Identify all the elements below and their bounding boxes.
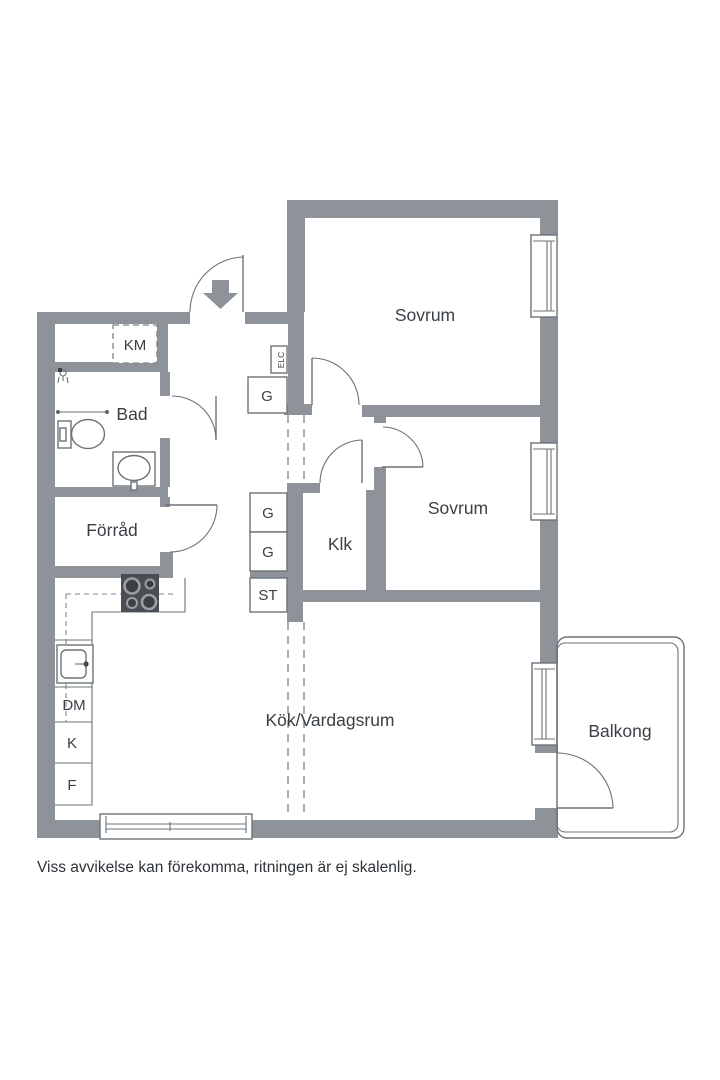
balcony-door [556,752,614,809]
room-label-balkong: Balkong [588,721,651,741]
st-closet [249,577,288,613]
entry-direction-arrow-icon [203,280,238,309]
g-closet-lower [249,531,288,572]
g-closet-hall [247,376,288,414]
label-f: F [67,777,76,794]
room-label-klk: Klk [328,534,353,554]
label-st: ST [258,587,277,604]
shower-rail [56,410,109,414]
elc-cabinet [270,345,288,374]
balcony-railing [556,636,685,839]
toilet-icon [57,418,106,450]
interior-walls [55,218,558,622]
ceiling-opening-dashed-lines [287,415,305,817]
room-label-sovrum2: Sovrum [428,498,488,518]
exterior-walls [37,200,558,838]
stove-icon [121,574,159,612]
disclaimer-text: Viss avvikelse kan förekomma, ritningen … [37,859,417,876]
window-livingroom-balcony [531,662,558,746]
label-g-lower: G [262,544,274,561]
label-km: KM [124,337,147,354]
storage-door [165,504,218,553]
kitchen-sink-icon [56,644,94,684]
g-closet-upper [249,492,288,533]
window-kitchen [99,813,253,840]
klk-door [319,439,363,484]
label-elc: ELC [276,352,286,369]
km-closet [112,324,158,364]
shower-icon [57,368,69,384]
window-sovrum1 [530,234,558,318]
entrance-door [189,255,244,313]
kitchen-counter [55,578,186,806]
label-g-hall: G [261,388,273,405]
bathroom-door [171,395,217,441]
room-label-kok-vardagsrum: Kök/Vardagsrum [265,710,394,730]
label-k: K [67,735,77,752]
bathroom-sink-icon [112,451,156,491]
room-label-bad: Bad [116,404,147,424]
sovrum1-door [311,357,360,406]
label-dm: DM [62,697,85,714]
sovrum2-door [382,426,424,468]
label-g-upper: G [262,505,274,522]
room-label-forrad: Förråd [86,520,138,540]
room-label-sovrum1: Sovrum [395,305,455,325]
window-sovrum2 [530,442,558,521]
